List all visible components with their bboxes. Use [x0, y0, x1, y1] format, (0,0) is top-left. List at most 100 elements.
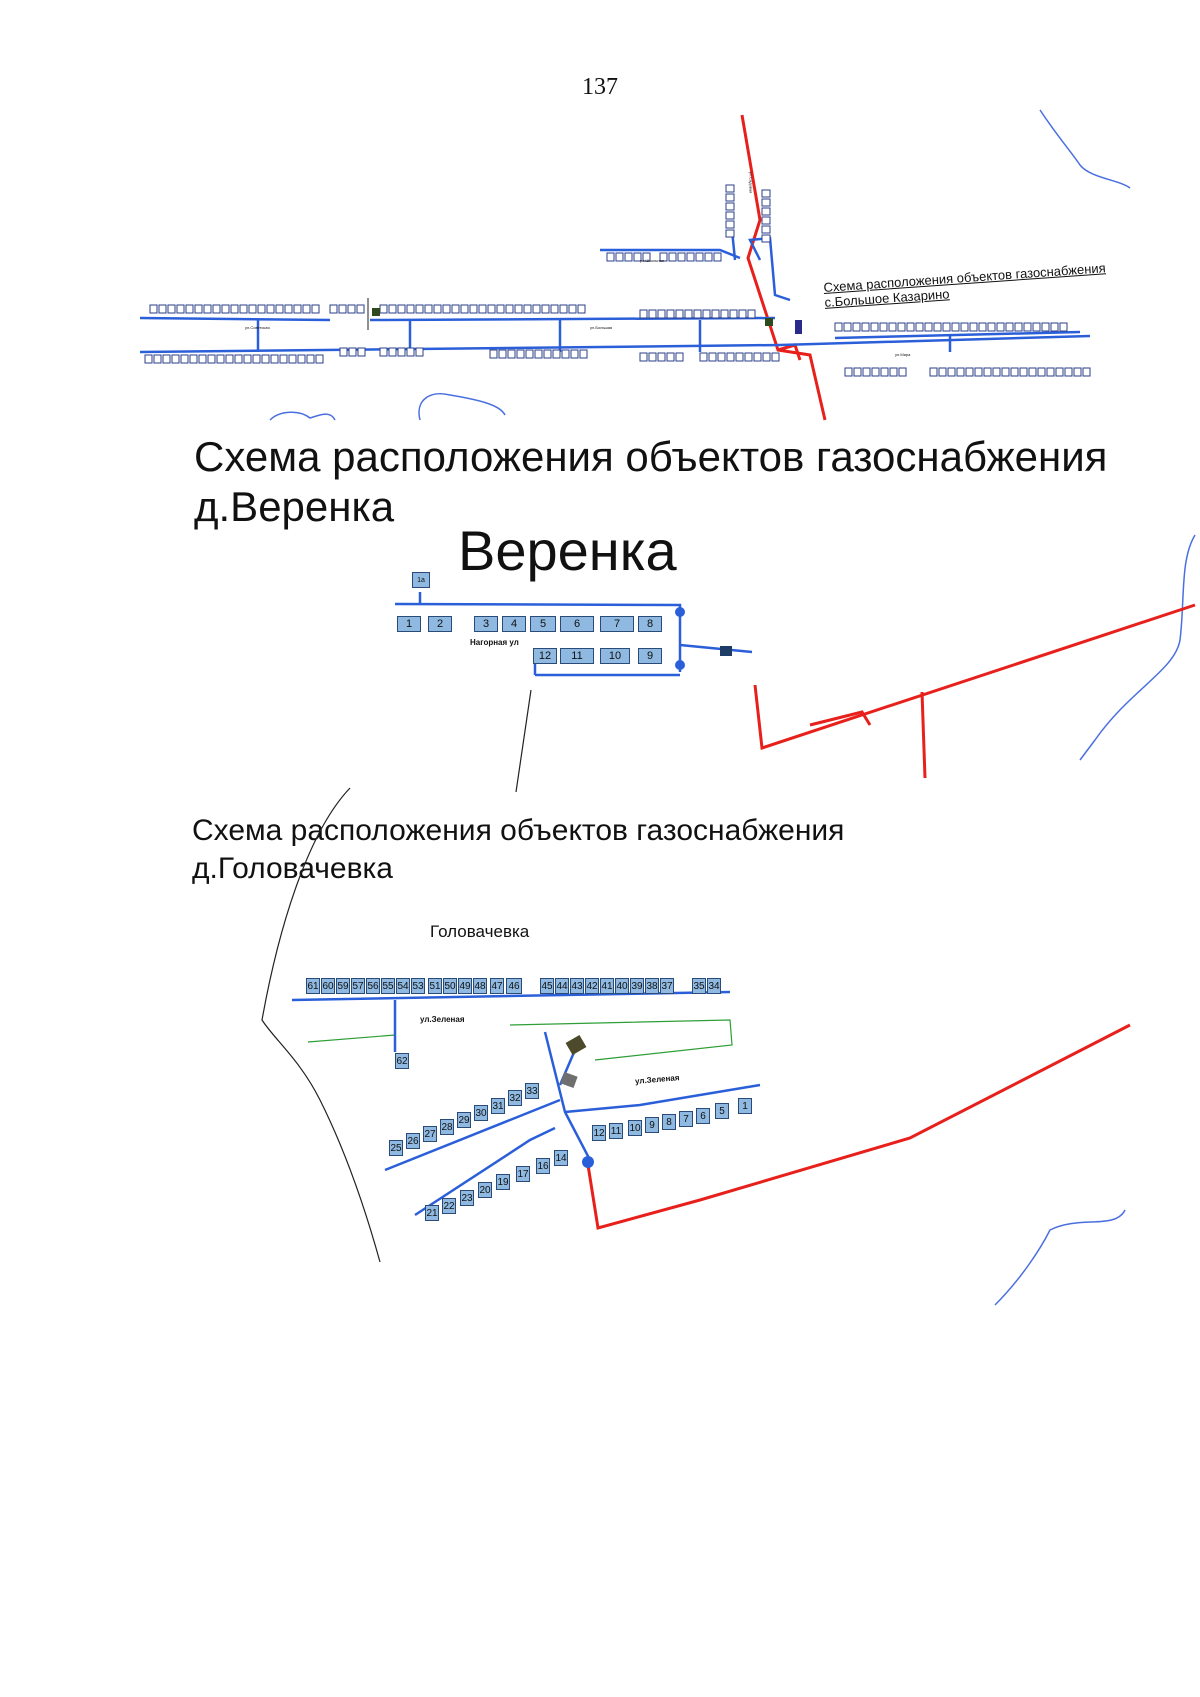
golovachevka-grp: [565, 1034, 587, 1056]
golovachevka-lot: 28: [440, 1119, 454, 1135]
golovachevka-street-label-1: ул.Зеленая: [420, 1015, 465, 1024]
golovachevka-lot: 17: [516, 1166, 530, 1182]
golovachevka-lot: 38: [645, 978, 659, 994]
golovachevka-lot: 8: [662, 1114, 676, 1130]
golovachevka-lot: 9: [645, 1117, 659, 1133]
golovachevka-lot: 48: [473, 978, 487, 994]
golovachevka-lot: 50: [443, 978, 457, 994]
verenka-lot: 2: [428, 616, 452, 632]
golovachevka-lot: 62: [395, 1053, 409, 1069]
golovachevka-lot: 42: [585, 978, 599, 994]
verenka-lot: 10: [600, 648, 630, 664]
verenka-river: [1079, 534, 1196, 761]
page-number: 137: [582, 74, 618, 100]
golovachevka-lot: 25: [389, 1140, 403, 1156]
kazarino-street-label-5: ул.Мира: [895, 352, 911, 357]
golovachevka-title: Схема расположения объектов газоснабжени…: [192, 812, 844, 888]
golovachevka-lot: 26: [406, 1133, 420, 1149]
kazarino-grp-station-2: [765, 318, 773, 326]
golovachevka-lot: 27: [423, 1126, 437, 1142]
kazarino-row-bottom-mid: [339, 347, 588, 359]
verenka-lot: 8: [638, 616, 662, 632]
golovachevka-river: [994, 1209, 1126, 1306]
golovachevka-lot: 16: [536, 1158, 550, 1174]
golovachevka-green-lines: [307, 1019, 733, 1061]
verenka-lot: 5: [530, 616, 556, 632]
kazarino-grp-station: [372, 308, 380, 316]
golovachevka-lot: 44: [555, 978, 569, 994]
golovachevka-lot: 51: [428, 978, 442, 994]
golovachevka-lot: 7: [679, 1111, 693, 1127]
verenka-title-line2: д.Веренка: [194, 483, 395, 530]
kazarino-row-bottom-left: [144, 354, 324, 364]
golovachevka-lot: 5: [715, 1103, 729, 1119]
kazarino-row-top-mid: [329, 304, 586, 314]
golovachevka-main-pipe: [586, 1023, 1131, 1230]
verenka-street-label: Нагорная ул: [470, 638, 519, 647]
verenka-lot: 6: [560, 616, 594, 632]
golovachevka-lot: 40: [615, 978, 629, 994]
kazarino-street-label-2: ул.Большая: [590, 325, 613, 330]
golovachevka-lot: 33: [525, 1083, 539, 1099]
golovachevka-lot: 19: [496, 1174, 510, 1190]
golovachevka-lot: 43: [570, 978, 584, 994]
golovachevka-facilities: [560, 1034, 594, 1168]
verenka-lot: 9: [638, 648, 662, 664]
verenka-lot: 1а: [412, 572, 430, 588]
golovachevka-lot: 60: [321, 978, 335, 994]
kazarino-row-top-right: [639, 309, 756, 319]
verenka-lot: 3: [474, 616, 498, 632]
golovachevka-title-line2: д.Головачевка: [192, 852, 393, 885]
golovachevka-lot: 14: [554, 1150, 568, 1166]
golovachevka-lot: 53: [411, 978, 425, 994]
golovachevka-road: [261, 787, 381, 1263]
kazarino-river: [1039, 109, 1131, 189]
verenka-lot: 11: [560, 648, 594, 664]
golovachevka-title-line1: Схема расположения объектов газоснабжени…: [192, 814, 845, 847]
golovachevka-lot: 32: [508, 1090, 522, 1106]
kazarino-pond: [418, 393, 506, 421]
kazarino-row-top-branch: [606, 252, 722, 262]
golovachevka-lot: 23: [460, 1190, 474, 1206]
verenka-gas-network: [394, 592, 753, 677]
golovachevka-lot: 10: [628, 1120, 642, 1136]
kazarino-row-vertical: [725, 184, 771, 243]
kazarino-street-label-1: ул.Советская: [245, 325, 270, 330]
golovachevka-lot: 41: [600, 978, 614, 994]
verenka-main-pipe-branch: [920, 691, 927, 779]
golovachevka-lot: 34: [707, 978, 721, 994]
verenka-lot: 4: [502, 616, 526, 632]
kazarino-row-east-bottom: [844, 367, 1091, 377]
kazarino-facilities: [367, 298, 802, 334]
kazarino-row-east-top: [834, 322, 1068, 332]
verenka-road: [515, 689, 532, 793]
golovachevka-lot: 37: [660, 978, 674, 994]
golovachevka-village-label: Головачевка: [430, 922, 530, 941]
golovachevka-lot: 20: [478, 1182, 492, 1198]
kazarino-stream: [269, 411, 336, 421]
golovachevka-lot: 31: [491, 1098, 505, 1114]
golovachevka-lot: 55: [381, 978, 395, 994]
golovachevka-grp-2: [560, 1071, 578, 1089]
golovachevka-lot: 54: [396, 978, 410, 994]
golovachevka-lot: 1: [738, 1098, 752, 1114]
kazarino-main-pipe: [740, 114, 827, 421]
verenka-main-pipe-spur: [809, 710, 872, 727]
verenka-title-line1: Схема расположения объектов газоснабжени…: [194, 433, 1108, 480]
kazarino-facility: [795, 320, 802, 334]
golovachevka-lot: 21: [425, 1205, 439, 1221]
kazarino-row-top-left: [149, 304, 320, 314]
golovachevka-lot: 35: [692, 978, 706, 994]
golovachevka-lot: 30: [474, 1105, 488, 1121]
golovachevka-valve: [582, 1156, 594, 1168]
golovachevka-lot: 61: [306, 978, 320, 994]
verenka-lot: 12: [533, 648, 557, 664]
verenka-valves: [675, 607, 732, 670]
golovachevka-lot: 49: [458, 978, 472, 994]
golovachevka-lot: 57: [351, 978, 365, 994]
golovachevka-lot: 56: [366, 978, 380, 994]
verenka-main-pipe: [753, 603, 1196, 751]
